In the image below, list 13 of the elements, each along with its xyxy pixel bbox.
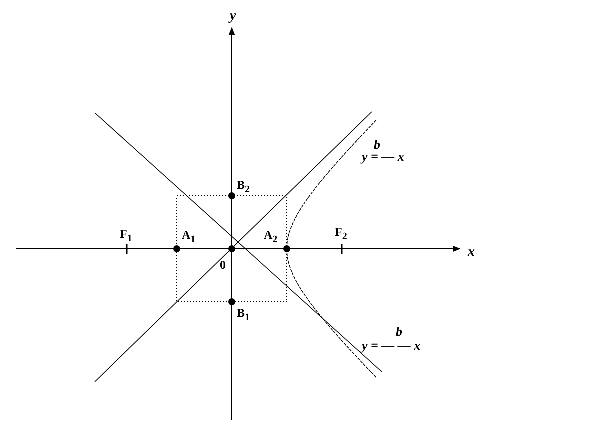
axis-label: 0 [220, 259, 226, 271]
axis-label: F$_{2}$ [335, 226, 348, 242]
axis-label: A$_{2}$ [264, 229, 278, 246]
axis-label: y = — — x [362, 339, 421, 352]
axis-label: y [230, 10, 236, 24]
axis-label: A$_{1}$ [182, 229, 196, 246]
axis-label: y = — x [362, 150, 404, 163]
axis-label: b [374, 138, 380, 151]
axis-label: b [396, 325, 402, 338]
axis-label: B$_{2}$ [237, 179, 250, 196]
axis-label: F$_{1}$ [120, 228, 132, 244]
axis-label: B$_{1}$ [237, 307, 250, 324]
axis-label: x [468, 246, 475, 260]
